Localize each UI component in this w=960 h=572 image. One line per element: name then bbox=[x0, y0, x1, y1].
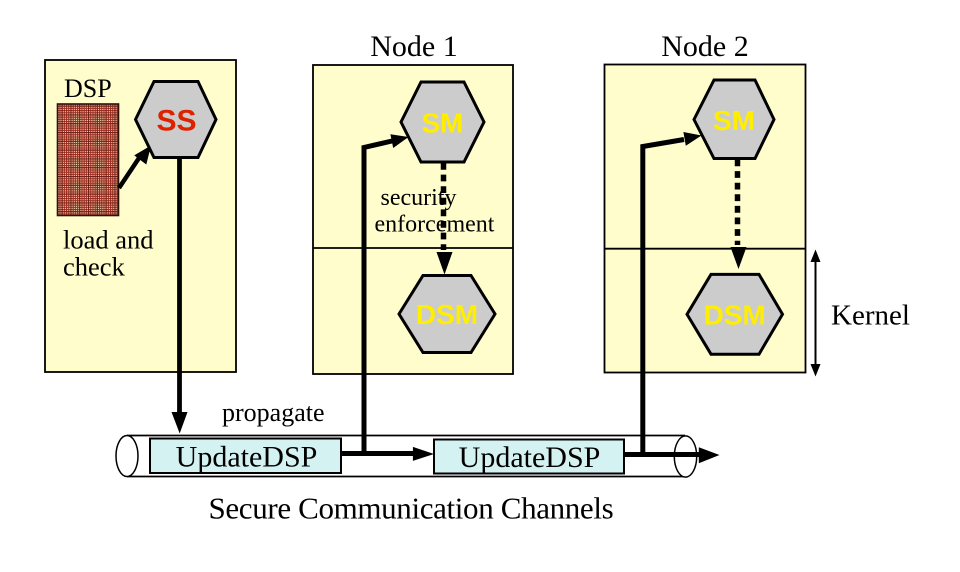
svg-text:SS: SS bbox=[156, 105, 196, 138]
svg-text:check: check bbox=[63, 252, 126, 282]
svg-text:SM: SM bbox=[713, 105, 755, 136]
svg-text:DSM: DSM bbox=[416, 299, 478, 330]
svg-text:enforcement: enforcement bbox=[375, 212, 495, 238]
svg-text:Node 1: Node 1 bbox=[370, 30, 457, 63]
svg-text:Kernel: Kernel bbox=[831, 300, 910, 332]
svg-text:propagate: propagate bbox=[222, 398, 325, 427]
svg-text:UpdateDSP: UpdateDSP bbox=[176, 441, 318, 474]
svg-text:Node 2: Node 2 bbox=[661, 30, 748, 63]
svg-text:security: security bbox=[381, 185, 457, 211]
svg-text:load and: load and bbox=[63, 225, 154, 255]
svg-text:UpdateDSP: UpdateDSP bbox=[459, 441, 601, 474]
svg-text:DSP: DSP bbox=[64, 74, 112, 103]
svg-text:DSM: DSM bbox=[704, 299, 766, 330]
svg-text:Secure Communication Channels: Secure Communication Channels bbox=[209, 491, 614, 526]
svg-text:SM: SM bbox=[422, 108, 464, 139]
